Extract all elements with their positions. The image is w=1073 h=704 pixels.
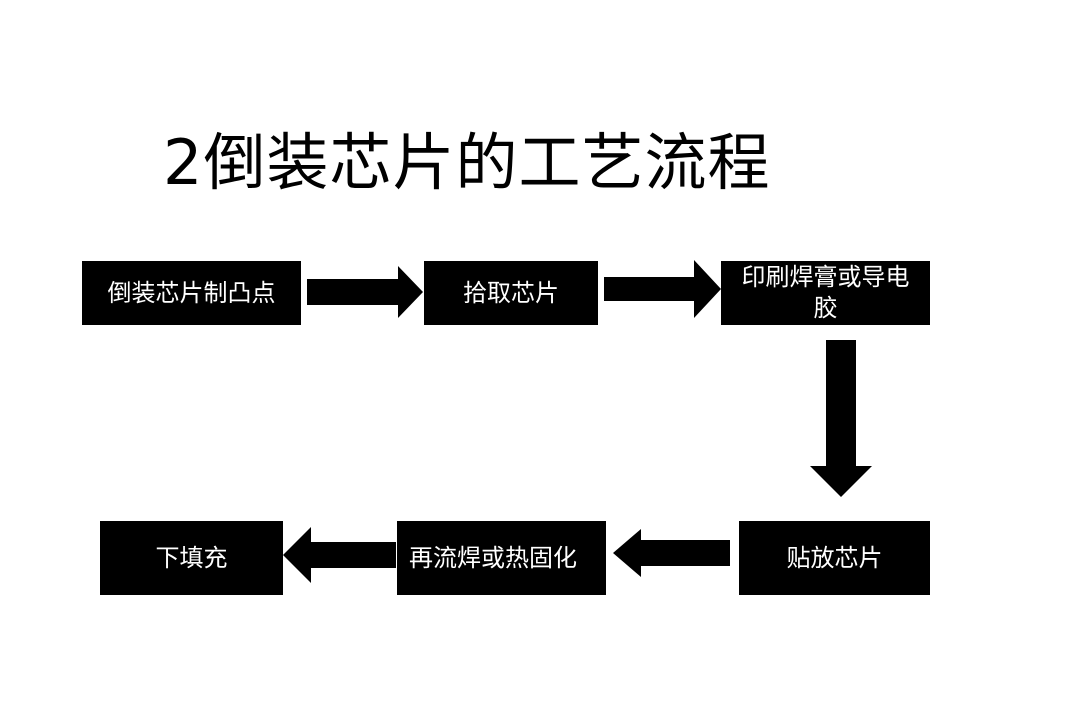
step-label: 下填充	[155, 543, 228, 572]
step-print-paste: 印刷焊膏或导电胶	[721, 261, 930, 325]
step-label: 再流焊或热固化	[409, 543, 577, 572]
step-label: 拾取芯片	[463, 278, 559, 307]
arrow-right-icon	[604, 260, 721, 318]
page-title: 2倒装芯片的工艺流程	[163, 126, 771, 199]
arrow-down-icon	[810, 340, 872, 497]
arrow-left-icon	[283, 527, 396, 583]
step-underfill: 下填充	[100, 521, 283, 595]
step-label: 贴放芯片	[786, 543, 883, 572]
step-label: 倒装芯片制凸点	[107, 278, 276, 307]
step-place-chip: 贴放芯片	[739, 521, 930, 595]
step-reflow-cure: 再流焊或热固化	[397, 521, 606, 595]
step-label: 印刷焊膏或导电胶	[741, 263, 910, 322]
step-pick-chip: 拾取芯片	[424, 261, 598, 325]
step-bump-formation: 倒装芯片制凸点	[82, 261, 301, 325]
arrow-right-icon	[307, 266, 423, 318]
arrow-left-icon	[613, 529, 730, 577]
